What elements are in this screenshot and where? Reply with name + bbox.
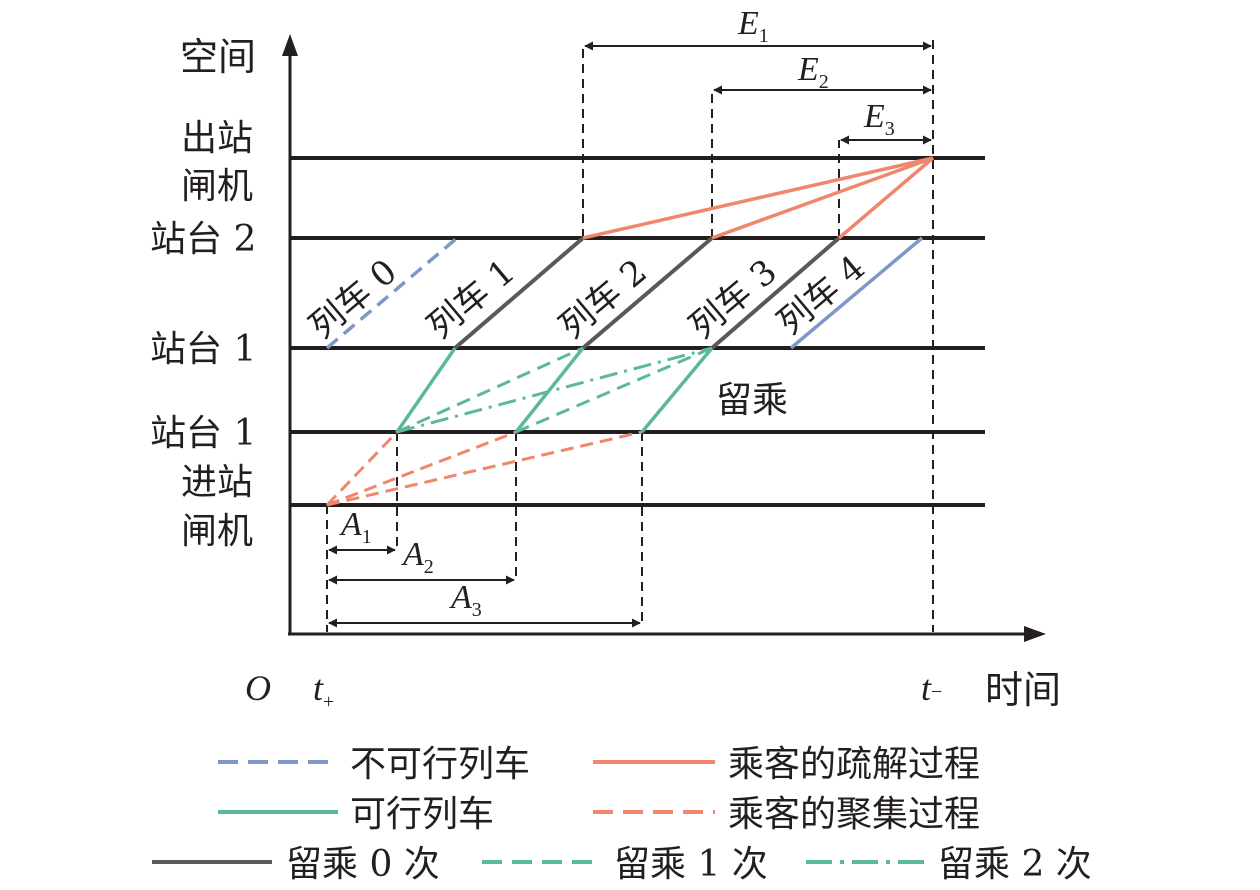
- e2-label: E2: [797, 51, 829, 93]
- t-minus-label: t−: [921, 668, 942, 708]
- stay1-line-b: [515, 346, 713, 434]
- level-label-platform-1b: 站台 1: [150, 413, 256, 454]
- level-label-entry-2: 闸机: [181, 511, 253, 552]
- train-2-lower: [514, 346, 585, 434]
- legend-label-infeasible: 不可行列车: [350, 744, 530, 785]
- axes: [288, 50, 1030, 636]
- legend-label-stay1: 留乘 1 次: [614, 844, 768, 885]
- train-4-line: [789, 236, 924, 350]
- stay2-line: [396, 346, 713, 434]
- legend: 不可行列车 乘客的疏解过程 可行列车 乘客的聚集过程 留乘 0 次 留乘 1 次…: [152, 744, 1092, 885]
- train-3-lower: [640, 346, 714, 434]
- stay1-line-a: [396, 346, 584, 434]
- train-2-upper: [581, 236, 714, 350]
- t-plus-label: t+: [313, 668, 334, 713]
- access-line-1: [325, 430, 399, 507]
- train-1-lower: [395, 347, 457, 433]
- legend-label-access: 乘客的聚集过程: [728, 794, 980, 835]
- time-guides: [326, 40, 934, 632]
- origin-label: O: [245, 668, 271, 708]
- e3-label: E3: [863, 98, 895, 140]
- train-upper: [453, 236, 841, 350]
- stay-once-lines: [396, 346, 713, 434]
- a1-label: A1: [339, 506, 372, 548]
- access-line-2: [326, 430, 517, 507]
- stay-twice-lines: [396, 346, 713, 434]
- level-label-exit-2: 闸机: [181, 166, 253, 207]
- level-label-platform-2: 站台 2: [150, 219, 256, 260]
- level-label-platform-1a: 站台 1: [150, 329, 256, 370]
- train-0-line: [325, 236, 459, 350]
- train-0-label: 列车 0: [302, 252, 405, 347]
- egress-line-2: [711, 156, 934, 240]
- egress-line-3: [837, 156, 935, 240]
- egress-line-1: [582, 156, 934, 240]
- legend-label-feasible: 可行列车: [350, 794, 494, 835]
- a3-label: A3: [449, 579, 482, 621]
- a2-label: A2: [401, 536, 434, 578]
- feasible-train-lower: [395, 346, 714, 434]
- span-arrows: [328, 41, 932, 628]
- train-4-label: 列车 4: [770, 248, 873, 343]
- egress-process: [582, 156, 935, 240]
- access-line-3: [326, 430, 643, 507]
- level-label-exit-1: 出站: [181, 118, 253, 159]
- train-1-upper: [453, 236, 585, 350]
- level-label-entry-1: 进站: [181, 462, 253, 503]
- stay-annotation: 留乘: [716, 380, 788, 421]
- x-axis-label: 时间: [985, 668, 1061, 712]
- access-process: [325, 430, 643, 507]
- train-3-upper: [710, 236, 841, 350]
- legend-label-stay2: 留乘 2 次: [938, 844, 1092, 885]
- legend-label-stay0: 留乘 0 次: [286, 844, 440, 885]
- legend-label-egress: 乘客的疏解过程: [728, 744, 980, 785]
- x-axis-arrowhead: [1024, 626, 1046, 642]
- y-axis-label: 空间: [180, 35, 256, 79]
- level-lines: [290, 156, 985, 507]
- e1-label: E1: [737, 5, 769, 47]
- y-axis-arrowhead: [282, 34, 298, 56]
